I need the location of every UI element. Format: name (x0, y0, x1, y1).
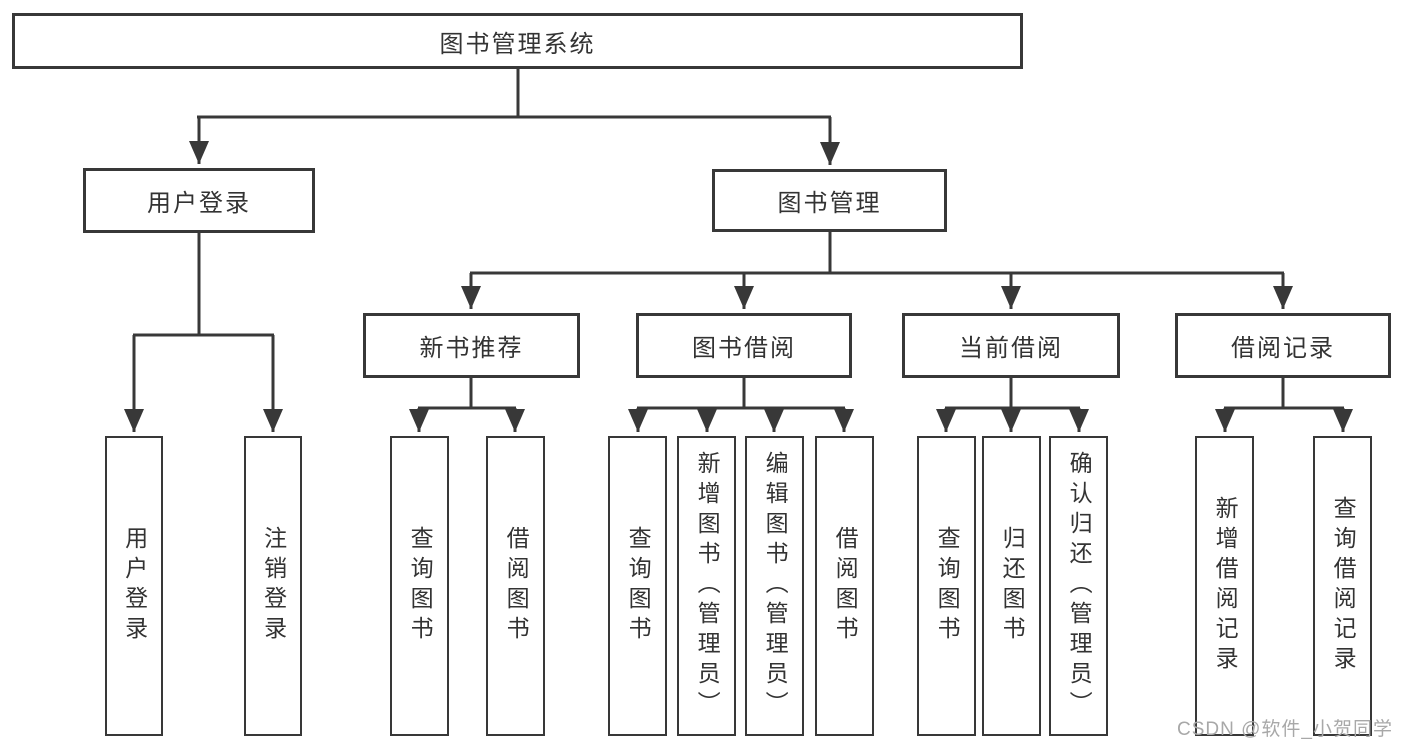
leaf-label: 确认归还（管理员） (1066, 451, 1093, 721)
leaf-label: 新增图书（管理员） (694, 451, 721, 721)
leaf-label: 借阅图书 (832, 526, 859, 646)
node-user-login: 用户登录 (83, 168, 315, 233)
leaf-return-books: 归还图书 (982, 436, 1041, 736)
leaf-edit-book-admin: 编辑图书（管理员） (745, 436, 804, 736)
leaf-query-books-current: 查询图书 (917, 436, 976, 736)
leaf-add-book-admin: 新增图书（管理员） (677, 436, 736, 736)
leaf-query-books-recommend: 查询图书 (390, 436, 449, 736)
leaf-borrow-books: 借阅图书 (815, 436, 874, 736)
leaf-query-borrow-record: 查询借阅记录 (1313, 436, 1372, 736)
leaf-add-borrow-record: 新增借阅记录 (1195, 436, 1254, 736)
leaf-label: 新增借阅记录 (1212, 496, 1239, 676)
leaf-logout: 注销登录 (244, 436, 302, 736)
leaf-label: 查询图书 (934, 526, 961, 646)
node-book-management: 图书管理 (712, 169, 947, 232)
leaf-user-login: 用户登录 (105, 436, 163, 736)
leaf-label: 查询借阅记录 (1330, 496, 1357, 676)
leaf-label: 归还图书 (999, 526, 1026, 646)
leaf-label: 借阅图书 (503, 526, 530, 646)
leaf-confirm-return-admin: 确认归还（管理员） (1049, 436, 1108, 736)
leaf-label: 注销登录 (260, 526, 287, 646)
watermark: CSDN @软件_小贺同学 (1177, 719, 1393, 740)
node-new-book-recommendation: 新书推荐 (363, 313, 580, 378)
node-current-borrowing: 当前借阅 (902, 313, 1120, 378)
node-borrowing-records: 借阅记录 (1175, 313, 1391, 378)
leaf-label: 用户登录 (121, 526, 148, 646)
leaf-label: 查询图书 (407, 526, 434, 646)
leaf-query-books-borrow: 查询图书 (608, 436, 667, 736)
leaf-borrow-books-recommend: 借阅图书 (486, 436, 545, 736)
leaf-label: 查询图书 (625, 526, 652, 646)
node-library-system: 图书管理系统 (12, 13, 1023, 69)
leaf-label: 编辑图书（管理员） (762, 451, 789, 721)
node-book-borrowing: 图书借阅 (636, 313, 852, 378)
